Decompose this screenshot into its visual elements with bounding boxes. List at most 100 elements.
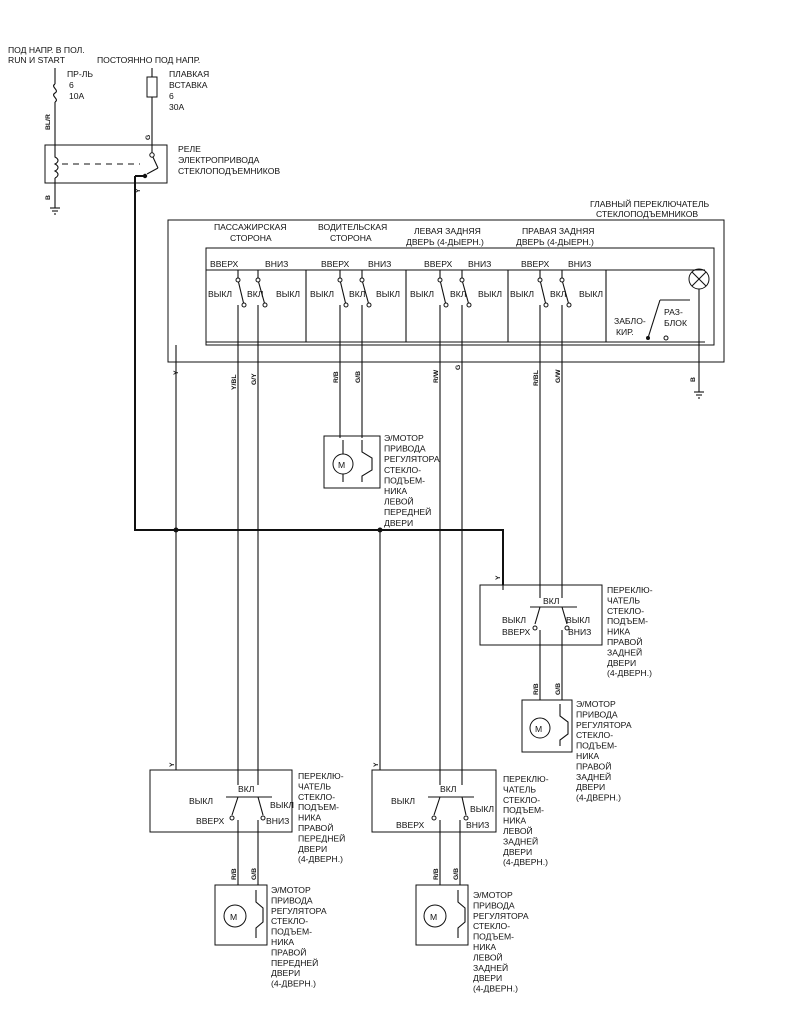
lf-motor-text-line: ПЕРЕДНЕЙ bbox=[384, 506, 431, 517]
rf-motor-text-line: ПРИВОДА bbox=[271, 895, 313, 905]
relay-label-3: СТЕКЛОПОДЪЕМНИКОВ bbox=[178, 166, 280, 176]
fuse-rating: 30A bbox=[169, 102, 185, 112]
up-label-4: ВВЕРХ bbox=[521, 259, 550, 269]
rr-motor-text-line: НИКА bbox=[576, 751, 599, 761]
rr-switch-text-line: ЗАДНЕЙ bbox=[607, 646, 642, 657]
rf-switch-text-line: НИКА bbox=[298, 813, 321, 823]
section-driver-2: СТОРОНА bbox=[330, 233, 372, 243]
relay-label-1: РЕЛЕ bbox=[178, 144, 201, 154]
rf-switch-text-line: ПЕРЕДНЕЙ bbox=[298, 832, 345, 843]
main-switch-title-1: ГЛАВНЫЙ ПЕРЕКЛЮЧАТЕЛЬ bbox=[590, 198, 709, 209]
rr-motor-text-line: ЗАДНЕЙ bbox=[576, 771, 611, 782]
motor-icon bbox=[423, 904, 447, 928]
section-right-rear-1: ПРАВАЯ ЗАДНЯЯ bbox=[522, 226, 594, 236]
rf-motor-text-line: ПОДЪЕМ- bbox=[271, 927, 312, 937]
lf-motor-text-line: СТЕКЛО- bbox=[384, 465, 421, 475]
power-window-relay: B РЕЛЕ ЭЛЕКТРОПРИВОДА СТЕКЛОПОДЪЕМНИКОВ … bbox=[44, 144, 280, 215]
power-run-start-label: RUN И START bbox=[8, 55, 66, 65]
rr-off-label-2: ВЫКЛ bbox=[566, 615, 590, 625]
rr-switch-text-line: ЧАТЕЛЬ bbox=[607, 595, 640, 605]
rr-motor: M Э/МОТОРПРИВОДАРЕГУЛЯТОРАСТЕКЛО-ПОДЪЕМ-… bbox=[521, 699, 632, 803]
rr-motor-label: Э/МОТОРПРИВОДАРЕГУЛЯТОРАСТЕКЛО-ПОДЪЕМ-НИ… bbox=[576, 699, 632, 803]
lr-motor-text-line: Э/МОТОР bbox=[473, 890, 513, 900]
section-left-rear-2: ДВЕРЬ (4-ДЫЕРН.) bbox=[406, 237, 484, 247]
breaker-number: 6 bbox=[69, 80, 74, 90]
wire-code-gy: G/Y bbox=[251, 373, 258, 385]
motor-icon bbox=[223, 904, 247, 928]
wire-code-y-relay: Y bbox=[135, 188, 142, 193]
off-label-3a: ВЫКЛ bbox=[410, 289, 434, 299]
lr-switch-label: ПЕРЕКЛЮ-ЧАТЕЛЬСТЕКЛО-ПОДЪЕМ-НИКАЛЕВОЙЗАД… bbox=[503, 774, 549, 867]
down-label-3: ВНИЗ bbox=[468, 259, 491, 269]
rr-on-label: ВКЛ bbox=[543, 596, 559, 606]
circuit-breaker-6: ПР-ЛЬ 6 10A BL/R bbox=[45, 68, 93, 150]
wire-code-gb-rr: G/B bbox=[555, 683, 562, 695]
lr-switch-text-line: НИКА bbox=[503, 816, 526, 826]
fusible-link-6: ПЛАВКАЯ ВСТАВКА 6 30A G bbox=[145, 68, 209, 150]
rf-switch-text-line: СТЕКЛО- bbox=[298, 792, 335, 802]
up-label-3: ВВЕРХ bbox=[424, 259, 453, 269]
off-label-2b: ВЫКЛ bbox=[376, 289, 400, 299]
rf-off-label: ВЫКЛ bbox=[189, 796, 213, 806]
wire-code-rb-lr: R/B bbox=[433, 868, 440, 880]
lf-motor-text-line: НИКА bbox=[384, 486, 407, 496]
wire-code-b-main: B bbox=[690, 377, 697, 382]
rr-motor-text-line: Э/МОТОР bbox=[576, 699, 616, 709]
lr-down-label: ВНИЗ bbox=[466, 820, 489, 830]
rr-switch-text-line: ДВЕРИ bbox=[607, 658, 636, 668]
lock-label-1: ЗАБЛО- bbox=[614, 316, 646, 326]
rf-switch: ВКЛ ВЫКЛ ВЫКЛ ВВЕРХ ВНИЗ R/B G/B ПЕРЕКЛЮ… bbox=[149, 769, 345, 885]
up-label-1: ВВЕРХ bbox=[210, 259, 239, 269]
relay-label-2: ЭЛЕКТРОПРИВОДА bbox=[178, 155, 260, 165]
rr-switch-text-line: (4-ДВЕРН.) bbox=[607, 668, 652, 678]
rf-down-label: ВНИЗ bbox=[266, 816, 289, 826]
power-source-labels: ПОД НАПР. В ПОЛ. RUN И START ПОСТОЯННО П… bbox=[8, 45, 200, 65]
lr-off-label-2: ВЫКЛ bbox=[470, 804, 494, 814]
lr-switch-text-line: ЗАДНЕЙ bbox=[503, 835, 538, 846]
unlock-label-2: БЛОК bbox=[664, 318, 687, 328]
lf-motor: M Э/МОТОРПРИВОДАРЕГУЛЯТОРАСТЕКЛО-ПОДЪЕМ-… bbox=[323, 433, 440, 528]
section-right-rear-2: ДВЕРЬ (4-ДЫЕРН.) bbox=[516, 237, 594, 247]
rr-up-label: ВВЕРХ bbox=[502, 627, 531, 637]
power-run-label: ПОД НАПР. В ПОЛ. bbox=[8, 45, 85, 55]
rf-switch-text-line: ПРАВОЙ bbox=[298, 822, 333, 833]
wire-code-gb-lf: G/B bbox=[355, 371, 362, 383]
lf-motor-text-line: РЕГУЛЯТОРА bbox=[384, 454, 440, 464]
rr-switch-text-line: ПРАВОЙ bbox=[607, 636, 642, 647]
rr-down-label: ВНИЗ bbox=[568, 627, 591, 637]
rr-switch-text-line: ПОДЪЕМ- bbox=[607, 616, 648, 626]
unlock-label-1: РАЗ- bbox=[664, 307, 683, 317]
rf-on-label: ВКЛ bbox=[238, 784, 254, 794]
fuse-label-1: ПЛАВКАЯ bbox=[169, 69, 209, 79]
motor-symbol: M bbox=[535, 724, 542, 734]
section-passenger-1: ПАССАЖИРСКАЯ bbox=[214, 222, 287, 232]
lr-switch-text-line: ПОДЪЕМ- bbox=[503, 805, 544, 815]
lf-motor-text-line: ДВЕРИ bbox=[384, 518, 413, 528]
on-label-3: ВКЛ bbox=[450, 289, 466, 299]
lr-motor-text-line: ЗАДНЕЙ bbox=[473, 962, 508, 973]
wire-code-blr: BL/R bbox=[45, 114, 52, 130]
on-label-1: ВКЛ bbox=[247, 289, 263, 299]
lr-switch-text-line: ПЕРЕКЛЮ- bbox=[503, 774, 549, 784]
lr-motor-text-line: ЛЕВОЙ bbox=[473, 951, 503, 962]
lr-motor-text-line: ДВЕРИ bbox=[473, 973, 502, 983]
rr-motor-text-line: СТЕКЛО- bbox=[576, 730, 613, 740]
rr-motor-text-line: РЕГУЛЯТОРА bbox=[576, 720, 632, 730]
lf-motor-text-line: ЛЕВОЙ bbox=[384, 496, 414, 507]
wire-code-gw: G/W bbox=[555, 369, 562, 383]
rf-switch-text-line: ПЕРЕКЛЮ- bbox=[298, 771, 344, 781]
motor-icon bbox=[529, 717, 551, 739]
motor-symbol: M bbox=[230, 912, 237, 922]
lr-switch-text-line: ЛЕВОЙ bbox=[503, 825, 533, 836]
main-switch-title-2: СТЕКЛОПОДЪЕМНИКОВ bbox=[596, 209, 698, 219]
lr-motor-text-line: ПОДЪЕМ- bbox=[473, 932, 514, 942]
wire-code-ybl: Y/BL bbox=[231, 375, 238, 390]
wire-code-b-relay: B bbox=[45, 195, 52, 200]
motor-symbol: M bbox=[338, 460, 345, 470]
wire-code-y-lr: Y bbox=[373, 762, 380, 767]
wire-code-rb-rr: R/B bbox=[533, 683, 540, 695]
rf-motor-text-line: РЕГУЛЯТОРА bbox=[271, 906, 327, 916]
rf-switch-text-line: (4-ДВЕРН.) bbox=[298, 854, 343, 864]
rf-motor-label: Э/МОТОРПРИВОДАРЕГУЛЯТОРАСТЕКЛО-ПОДЪЕМ-НИ… bbox=[271, 885, 327, 989]
rr-switch-text-line: НИКА bbox=[607, 627, 630, 637]
